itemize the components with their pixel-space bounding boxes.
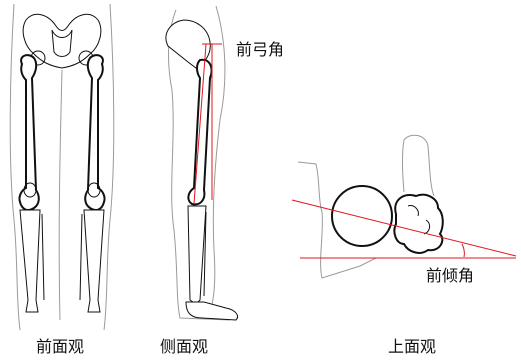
right-fibula <box>80 214 82 300</box>
front-view-label: 前面观 <box>36 333 84 357</box>
left-femur <box>19 55 38 210</box>
side-view-label: 侧面观 <box>160 333 208 357</box>
side-femur <box>188 60 211 205</box>
side-view-figure <box>166 6 238 320</box>
anteversion-angle-label: 前倾角 <box>426 262 474 286</box>
top-view-label: 上面观 <box>388 333 436 357</box>
anteversion-arc <box>462 244 464 257</box>
femoral-head <box>332 186 392 246</box>
bow-angle-label: 前弓角 <box>236 36 284 60</box>
right-femur <box>85 55 104 210</box>
femoral-condyles <box>394 195 442 253</box>
side-tibia <box>188 206 206 304</box>
top-outline-right <box>403 135 435 196</box>
front-view-figure <box>10 4 114 330</box>
left-tibia <box>20 210 40 312</box>
side-foot <box>186 302 238 320</box>
left-fibula <box>42 214 44 300</box>
top-view-figure <box>292 135 516 278</box>
right-tibia <box>84 210 104 312</box>
